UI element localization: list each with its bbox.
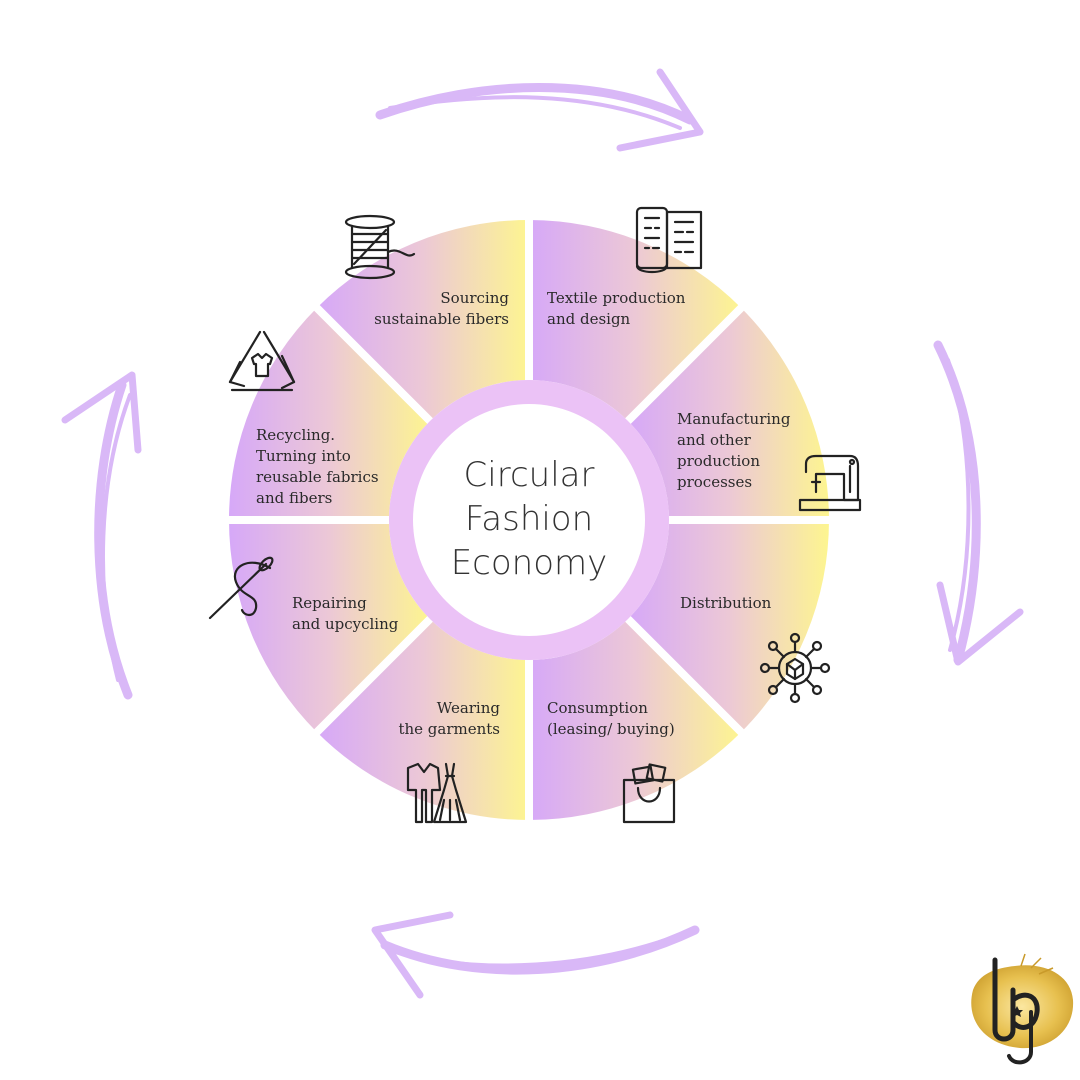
sewing-machine-icon — [798, 454, 862, 512]
segment-label-line: and other — [677, 431, 752, 449]
segment-labels: Textile production and designManufacturin… — [256, 289, 791, 738]
segment-divider — [603, 301, 748, 446]
arrow-top — [375, 68, 704, 152]
segment-label-line: Turning into — [256, 447, 351, 465]
arrow-bottom — [371, 911, 700, 999]
segment-label-line: sustainable fibers — [374, 310, 509, 328]
wheel-segment — [316, 220, 529, 422]
wheel-segment — [529, 618, 742, 821]
segment-label-line: Distribution — [680, 594, 772, 612]
center-title-line1: Circular — [464, 455, 595, 495]
segment-label-line: (leasing/ buying) — [547, 720, 675, 738]
arrow-right — [933, 340, 1024, 666]
segment-divider — [603, 594, 748, 739]
center-circle — [413, 404, 645, 636]
segment-label-line: Repairing — [292, 594, 367, 612]
segment-label-line: Sourcing — [440, 289, 509, 307]
shopping-bag-icon — [622, 763, 676, 824]
center-hub: Circular Fashion Economy — [389, 380, 669, 660]
wheel-segment — [627, 520, 829, 733]
segment-label-line: processes — [677, 473, 752, 491]
wheel-segment — [627, 307, 829, 520]
center-title-line3: Economy — [451, 543, 608, 583]
arrow-left — [61, 371, 142, 700]
wheel-segment — [529, 220, 742, 422]
wheel-segment — [316, 618, 529, 820]
wheel-segment — [229, 520, 431, 733]
segment-label-line: production — [677, 452, 760, 470]
gold-monogram-logo — [971, 953, 1074, 1065]
segment-label-line: reusable fabrics — [256, 468, 379, 486]
segment-label-line: and fibers — [256, 489, 332, 507]
segment-label-line: and design — [547, 310, 631, 328]
segment-divider — [310, 301, 455, 446]
segment-label-line: Consumption — [547, 699, 648, 717]
segment-divider — [310, 594, 455, 739]
distribution-network-icon — [759, 632, 831, 704]
thread-spool-icon — [344, 214, 416, 280]
cycle-arrows — [61, 68, 1024, 999]
needle-thread-icon — [208, 556, 274, 620]
wheel-segment — [229, 307, 431, 520]
segment-label-line: Textile production — [547, 289, 686, 307]
segment-label-line: Wearing — [437, 699, 501, 717]
center-title-line2: Fashion — [465, 499, 593, 539]
garments-icon — [406, 762, 468, 824]
segment-label-line: the garments — [398, 720, 500, 738]
fabric-roll-icon — [635, 206, 703, 274]
wheel — [224, 215, 834, 825]
segment-label-line: Recycling. — [256, 426, 335, 444]
recycle-shirt-icon — [228, 330, 296, 392]
segment-label-line: Manufacturing — [677, 410, 791, 428]
segment-label-line: and upcycling — [292, 615, 399, 633]
